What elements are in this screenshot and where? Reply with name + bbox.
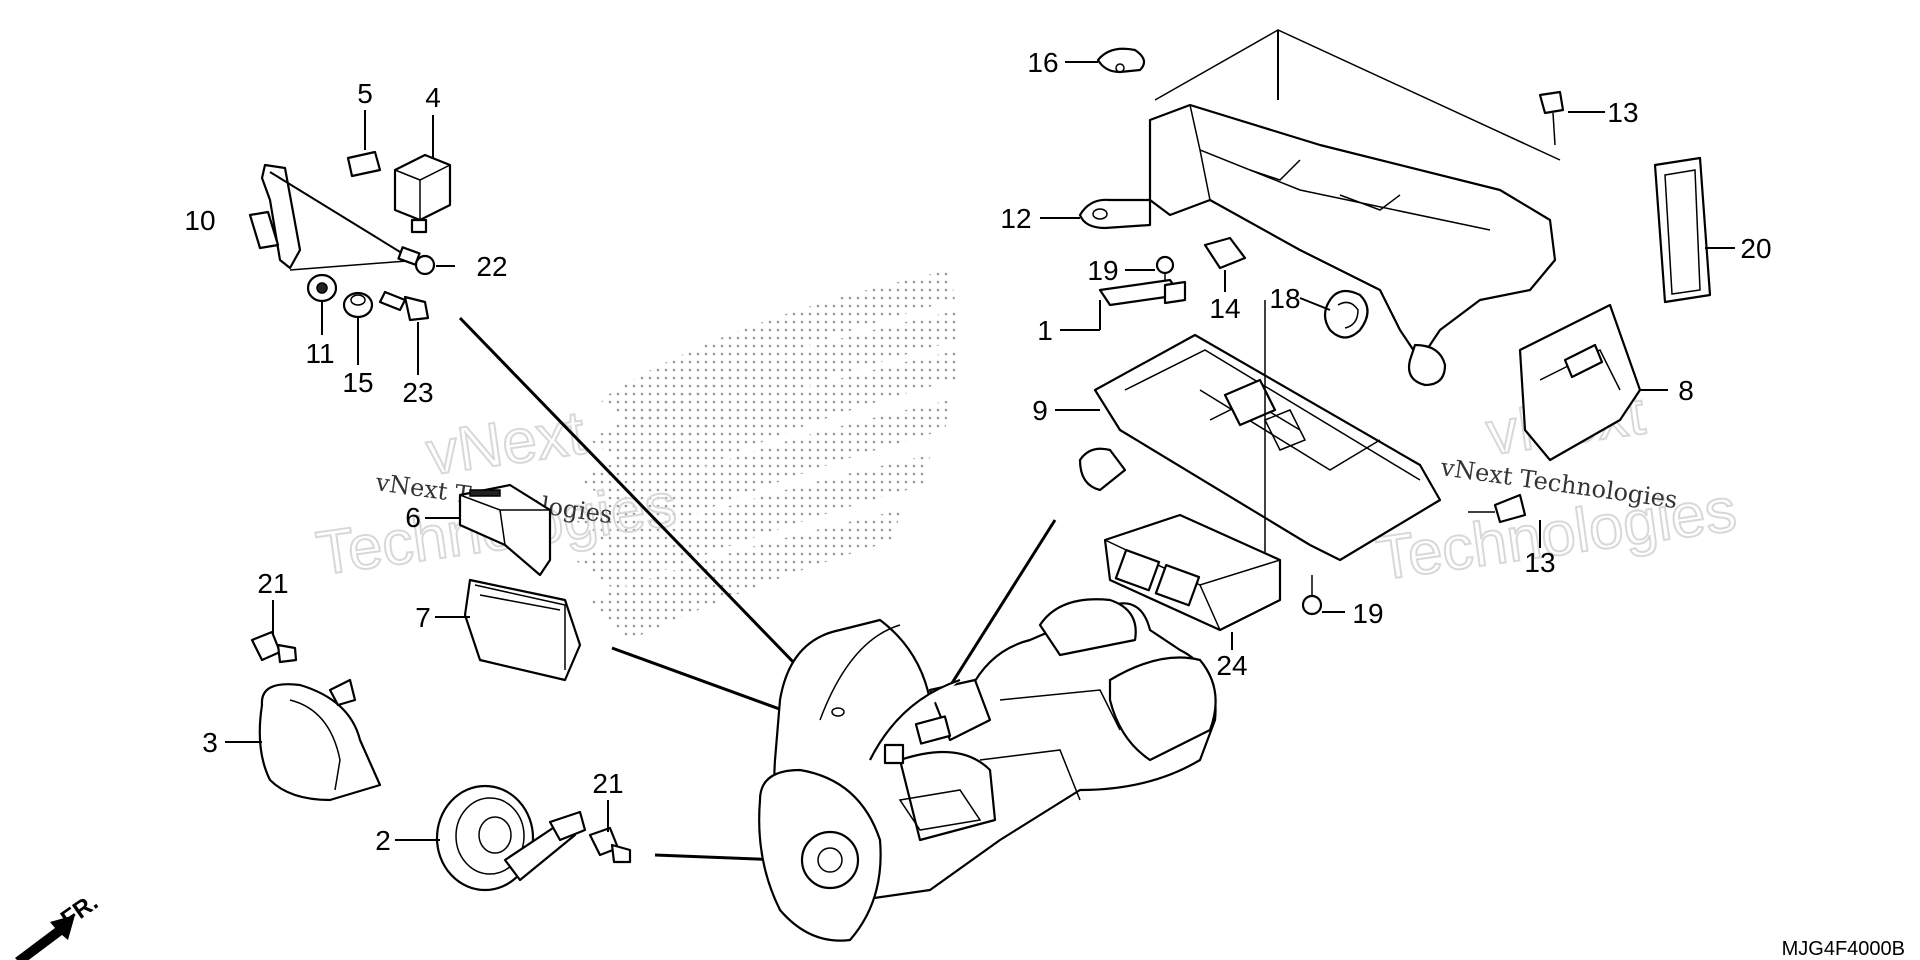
label-9: 9 — [1032, 395, 1048, 426]
part-13-bolt-upper — [1538, 90, 1605, 146]
label-21b: 21 — [592, 768, 623, 799]
part-1-sensor — [1060, 278, 1187, 331]
part-7-unit-case — [435, 578, 582, 682]
label-21a: 21 — [257, 568, 288, 599]
label-18: 18 — [1269, 283, 1300, 314]
label-19b: 19 — [1352, 598, 1383, 629]
label-4: 4 — [425, 82, 441, 113]
part-13-bolt-lower — [1468, 493, 1541, 548]
part-12-main-bracket — [1040, 29, 1561, 387]
part-22-bolt — [397, 246, 455, 276]
label-24: 24 — [1216, 650, 1247, 681]
part-9-tray — [1055, 300, 1442, 562]
part-8-cover — [1518, 303, 1668, 462]
part-14-clip — [1203, 236, 1247, 292]
label-10: 10 — [184, 205, 215, 236]
label-22: 22 — [476, 251, 507, 282]
diagram-code: MJG4F4000B — [1782, 938, 1905, 960]
label-13b: 13 — [1524, 547, 1555, 578]
label-1: 1 — [1037, 315, 1053, 346]
honda-wing-logo — [575, 270, 960, 640]
part-15-collar — [342, 291, 374, 365]
label-19a: 19 — [1087, 255, 1118, 286]
part-10-bracket — [248, 163, 421, 271]
label-2: 2 — [375, 825, 391, 856]
label-11: 11 — [305, 338, 334, 369]
label-5: 5 — [357, 78, 373, 109]
label-23: 23 — [402, 377, 433, 408]
part-3-horn-high — [225, 678, 382, 802]
label-12: 12 — [1000, 203, 1031, 234]
svg-text:vNext: vNext — [422, 398, 589, 488]
part-24-ecu — [1103, 513, 1282, 650]
label-8: 8 — [1678, 375, 1694, 406]
label-7: 7 — [415, 602, 431, 633]
label-20: 20 — [1740, 233, 1771, 264]
part-20-rubber-band — [1653, 156, 1735, 304]
front-direction-arrow: FR. — [15, 889, 103, 960]
label-6: 6 — [405, 502, 421, 533]
part-19-screw-lower — [1301, 575, 1345, 616]
label-16: 16 — [1027, 47, 1058, 78]
part-6-control-unit — [425, 483, 552, 577]
label-15: 15 — [342, 367, 373, 398]
part-21-bolt-lower — [588, 800, 632, 864]
part-11-grommet — [306, 273, 338, 335]
part-18-clamp — [1299, 289, 1369, 339]
part-2-horn-low — [395, 784, 587, 892]
label-3: 3 — [202, 727, 218, 758]
part-5-fuse-cover — [346, 110, 382, 178]
part-16-clip — [1065, 47, 1146, 74]
label-13a: 13 — [1607, 97, 1638, 128]
callout-labels: 1 2 3 4 5 6 7 8 9 10 11 12 13 13 14 15 1… — [184, 47, 1771, 856]
label-14: 14 — [1209, 293, 1240, 324]
part-23-bolt — [378, 290, 430, 375]
part-4-relay — [393, 115, 452, 234]
motorcycle-illustration — [758, 598, 1217, 942]
part-21-bolt-upper — [250, 600, 298, 664]
